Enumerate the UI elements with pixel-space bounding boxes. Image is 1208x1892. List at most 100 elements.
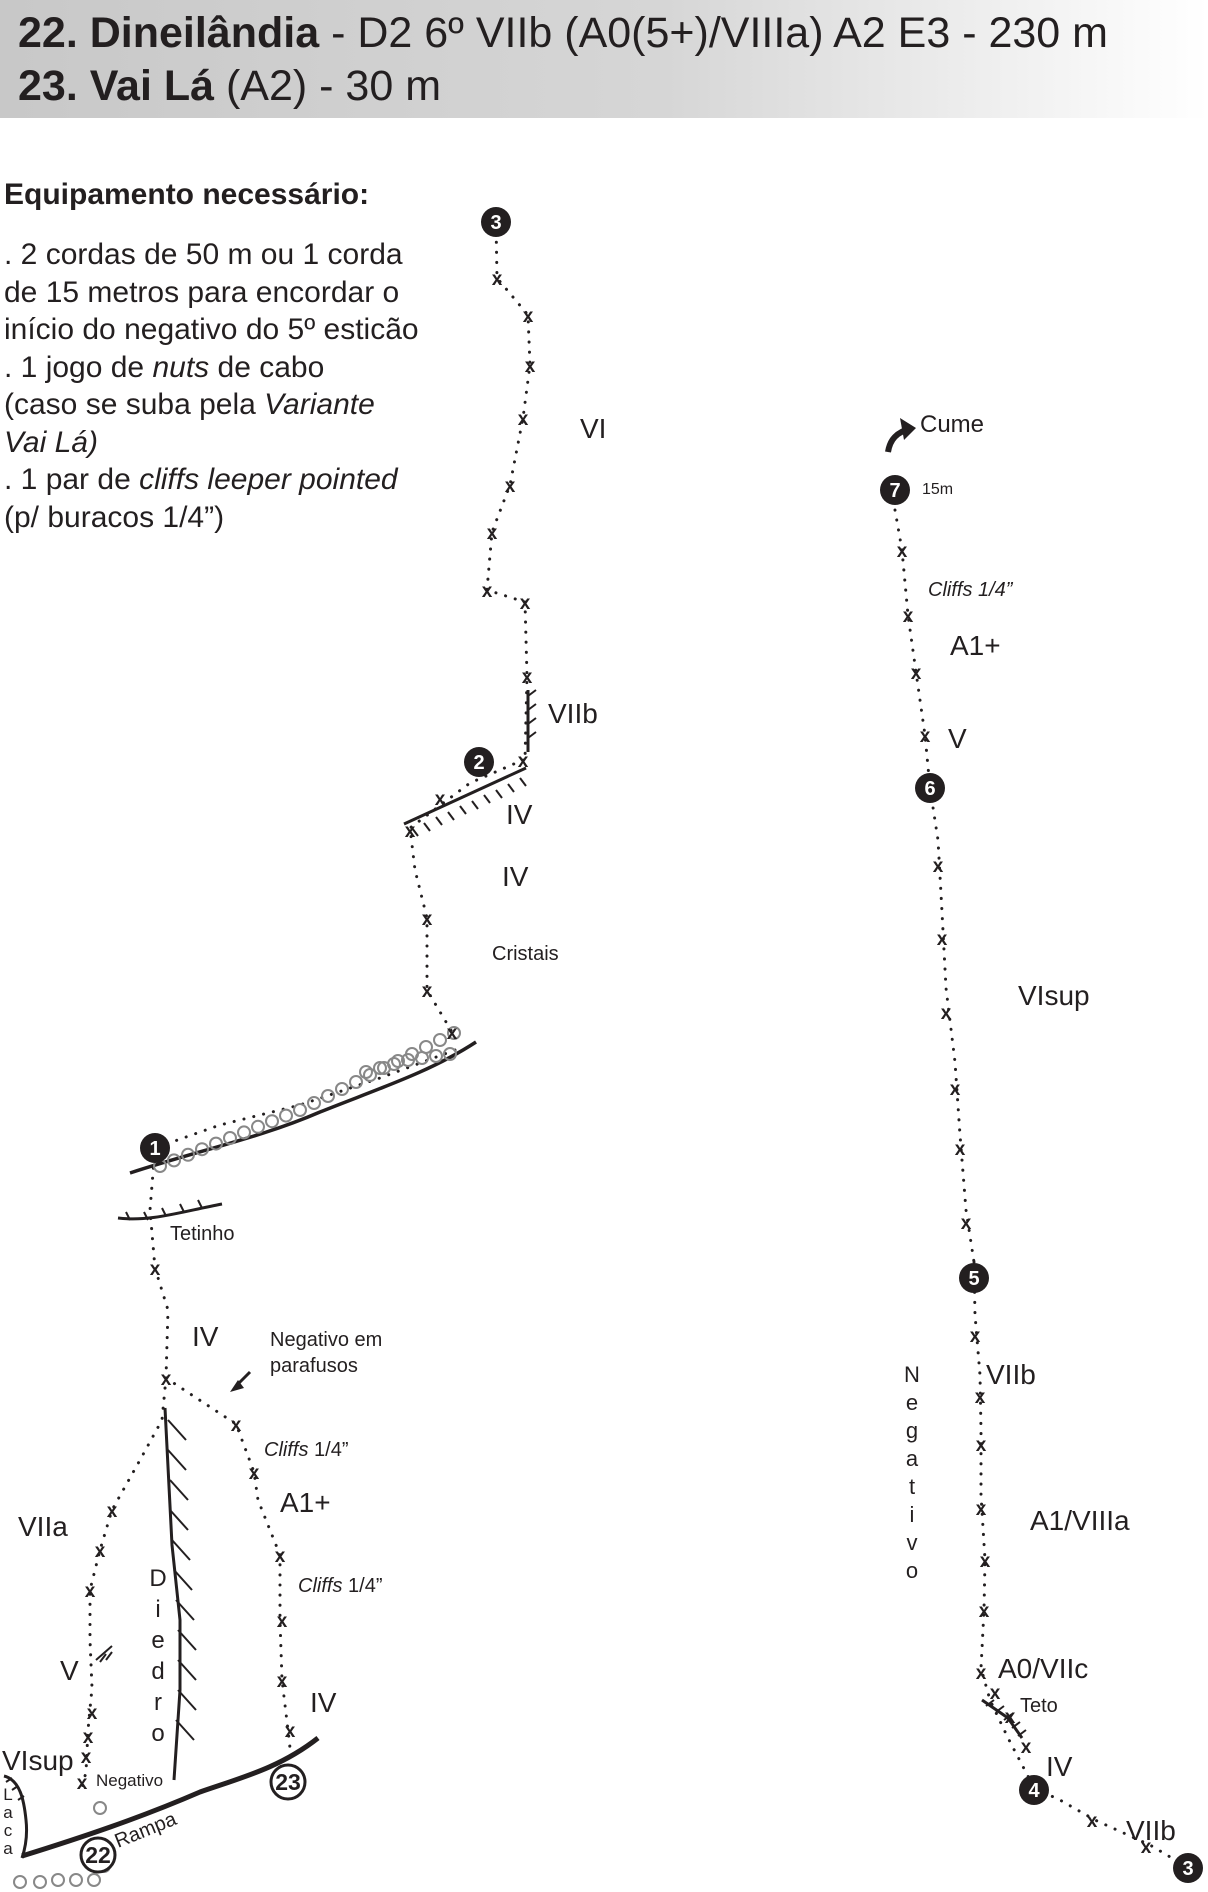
tetinho-roof bbox=[117, 1202, 223, 1221]
route-22-title: 22. Dineilândia - D2 6º VIIb (A0(5+)/VII… bbox=[18, 9, 1108, 57]
equipment-item-nuts-note: (caso se suba pela Variante Vai Lá) bbox=[4, 388, 375, 459]
bolt-marker: x bbox=[976, 1499, 987, 1520]
crystal-mark bbox=[401, 1053, 415, 1067]
crystal-mark bbox=[93, 1801, 107, 1815]
equipment-title: Equipamento necessário: bbox=[4, 178, 370, 211]
belay-1: 1 bbox=[140, 1133, 170, 1163]
svg-text:6: 6 bbox=[924, 778, 935, 800]
grade-viia: VIIa bbox=[18, 1511, 68, 1542]
svg-text:22: 22 bbox=[85, 1842, 111, 1868]
grade-a1plus-right: A1+ bbox=[950, 630, 1001, 661]
crystal-mark bbox=[335, 1082, 349, 1096]
belay-4: 4 bbox=[1019, 1775, 1049, 1805]
bolt-marker: x bbox=[903, 606, 914, 627]
bolt-marker: x bbox=[87, 1703, 98, 1724]
bolt-marker: x bbox=[249, 1463, 260, 1484]
bolt-marker: x bbox=[492, 269, 503, 290]
crystal-mark bbox=[293, 1103, 307, 1117]
bolt-marker: x bbox=[85, 1581, 96, 1602]
bolt-marker: x bbox=[979, 1601, 990, 1622]
equipment-list: . 2 cordas de 50 m ou 1 corda de 15 metr… bbox=[4, 236, 424, 536]
bolt-marker: x bbox=[81, 1747, 92, 1768]
bolt-marker: x bbox=[275, 1546, 286, 1567]
svg-text:4: 4 bbox=[1028, 1780, 1040, 1802]
crystal-mark bbox=[359, 1065, 373, 1079]
grade-iv-pitch-1: IV bbox=[502, 861, 529, 892]
bolt-marker: x bbox=[941, 1003, 952, 1024]
rampa-ground-line bbox=[21, 1736, 320, 1859]
crystal-mark bbox=[87, 1873, 101, 1887]
bolt-marker: x bbox=[277, 1671, 288, 1692]
laca-flake bbox=[3, 1774, 28, 1859]
bolt-marker: x bbox=[505, 476, 516, 497]
bolt-marker: x bbox=[897, 541, 908, 562]
grade-labels: VI VIIb IV IV IV VIIa V VIsup A1+ IV A1+… bbox=[2, 413, 1176, 1846]
label-cliffs-mid: Cliffs 1/4” bbox=[264, 1439, 348, 1461]
bolt-marker: x bbox=[231, 1415, 242, 1436]
grade-iv-right: IV bbox=[1046, 1751, 1073, 1782]
crystal-mark bbox=[167, 1153, 181, 1168]
bolt-marker: x bbox=[976, 1663, 987, 1684]
bolt-marker: x bbox=[518, 409, 529, 430]
crystal-mark bbox=[33, 1875, 47, 1889]
path-route-22-start bbox=[80, 1376, 168, 1790]
bolt-marker: x bbox=[435, 789, 446, 810]
title-banner: 22. Dineilândia - D2 6º VIIb (A0(5+)/VII… bbox=[0, 0, 1208, 118]
grade-visup-right: VIsup bbox=[1018, 980, 1090, 1011]
bolt-marker: x bbox=[405, 821, 416, 842]
crystal-mark bbox=[321, 1089, 335, 1103]
bolt-marker: x bbox=[77, 1773, 88, 1794]
label-parafusos: parafusos bbox=[270, 1355, 358, 1377]
label-cristais: Cristais bbox=[492, 943, 559, 965]
crystal-mark bbox=[209, 1136, 223, 1151]
belay-3-bottom: 3 bbox=[1173, 1853, 1203, 1883]
bolt-marker: x bbox=[95, 1541, 106, 1562]
bolt-markers: xxxxxxxxxxxxxxxxxxxxxxxxxxxxxxxxxxxxxxxx… bbox=[77, 269, 1152, 1858]
grade-iv-lower: IV bbox=[192, 1321, 219, 1352]
bolt-marker: x bbox=[522, 667, 533, 688]
label-negativo-em: Negativo em bbox=[270, 1329, 382, 1351]
label-tetinho: Tetinho bbox=[170, 1223, 235, 1245]
equipment-item-nuts: . 1 jogo de nuts de cabo bbox=[4, 350, 325, 384]
belay-3-top: 3 bbox=[481, 207, 511, 237]
crystal-mark bbox=[223, 1131, 237, 1145]
grade-viib-right: VIIb bbox=[986, 1359, 1036, 1390]
grade-vi: VI bbox=[580, 413, 606, 444]
svg-text:7: 7 bbox=[889, 480, 900, 502]
svg-text:23: 23 bbox=[275, 1769, 301, 1795]
bolt-marker: x bbox=[422, 981, 433, 1002]
equipment-item-ropes: . 2 cordas de 50 m ou 1 corda de 15 metr… bbox=[4, 238, 419, 346]
bolt-marker: x bbox=[950, 1079, 961, 1100]
grade-visup-left: VIsup bbox=[2, 1745, 74, 1776]
bolt-marker: x bbox=[422, 909, 433, 930]
bolt-marker: x bbox=[990, 1683, 1001, 1704]
svg-text:3: 3 bbox=[1182, 1858, 1193, 1880]
crystal-mark bbox=[433, 1033, 447, 1047]
bolt-marker: x bbox=[1087, 1811, 1098, 1832]
bolt-marker: x bbox=[1005, 1707, 1016, 1728]
bolt-marker: x bbox=[911, 663, 922, 684]
bolt-marker: x bbox=[150, 1259, 161, 1280]
crystal-mark bbox=[447, 1026, 461, 1040]
crystal-mark bbox=[349, 1075, 363, 1089]
path-pitch-5 bbox=[972, 1260, 1036, 1790]
belay-stations: 3 2 1 7 6 5 4 3 bbox=[140, 207, 1203, 1883]
bolt-marker: x bbox=[518, 751, 529, 772]
start-route-22: 22 bbox=[79, 1836, 117, 1874]
bolt-marker: x bbox=[525, 356, 536, 377]
bolt-marker: x bbox=[937, 929, 948, 950]
crystal-mark bbox=[237, 1125, 251, 1140]
crystal-mark bbox=[415, 1051, 429, 1065]
label-cume: Cume bbox=[920, 411, 984, 438]
crystal-mark bbox=[195, 1142, 209, 1157]
belay-5: 5 bbox=[959, 1263, 989, 1293]
bolt-marker: x bbox=[933, 856, 944, 877]
belay-6: 6 bbox=[915, 773, 945, 803]
crystal-mark bbox=[387, 1057, 401, 1071]
ramp-pitch-2 bbox=[403, 766, 527, 826]
grade-v-left: V bbox=[60, 1655, 79, 1686]
crystal-texture bbox=[13, 1026, 461, 1889]
bolt-marker: x bbox=[1021, 1737, 1032, 1758]
